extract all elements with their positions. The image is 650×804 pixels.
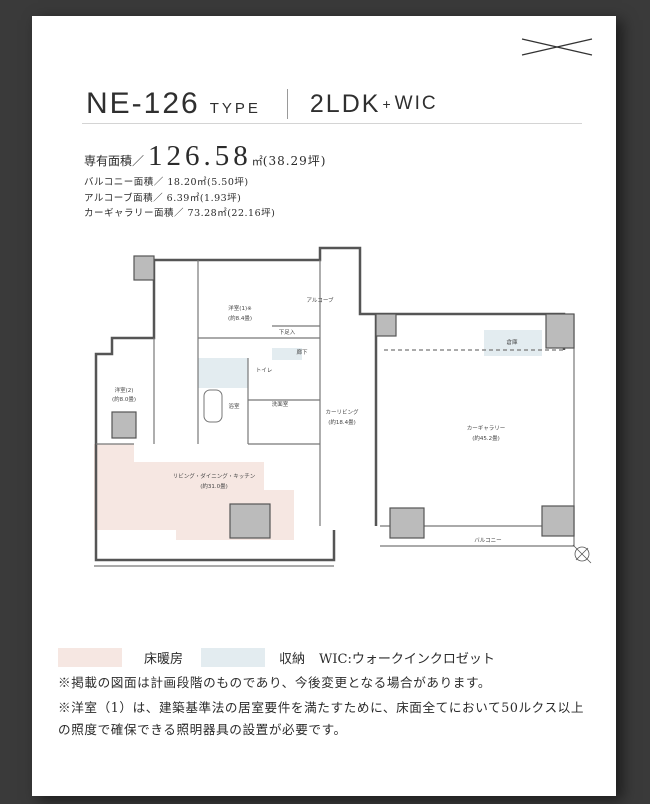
unit-type-name: NE-126 [86, 87, 200, 120]
room-washroom: 洗面室 [272, 400, 289, 408]
room-ldk-size: (約31.0畳) [200, 482, 228, 490]
compass-icon [572, 544, 592, 564]
legend: 床暖房 収納 WIC:ウォークインクロゼット [58, 648, 495, 667]
pillar [541, 505, 575, 537]
close-icon[interactable] [520, 38, 594, 56]
layout-plus: + [382, 96, 393, 112]
room-alcove: アルコーブ [306, 296, 334, 304]
room-toilet: トイレ [256, 368, 273, 374]
room-storage: 倉庫 [506, 338, 518, 346]
sub-area-balcony: バルコニー面積／ 18.20㎡(5.50坪) [84, 177, 249, 188]
layout-wic: WIC [394, 93, 438, 114]
area-value: 126.58 [148, 140, 252, 172]
floor-heating-swatch [58, 648, 122, 667]
room-corridor: 廊下 [296, 348, 308, 356]
header-rule [82, 123, 582, 124]
floor-plan: 洋室(1)※ (約8.4畳) 洋室(2) (約8.0畳) リビング・ダイニング・… [94, 246, 592, 567]
lighting-note: ※洋室（1）は、建築基準法の居室要件を満たすために、床面全てにおいて50ルクス以… [58, 697, 584, 741]
pillar [389, 507, 425, 539]
area-unit: ㎡ [251, 155, 263, 168]
room-car-gallery-size: (約45.2畳) [472, 434, 500, 442]
room-western2: 洋室(2) [115, 386, 134, 394]
unit-type-header: NE-126 TYPE 2LDK + WIC [86, 84, 438, 124]
pillar [111, 411, 137, 439]
pillar [545, 313, 575, 349]
room-shoe: 下足入 [279, 329, 296, 336]
legend-storage-label: 収納 [279, 652, 306, 667]
lighting-note-line1: ※洋室（1）は、建築基準法の居室要件を満たすために、床面全てにおいて50ルクス以… [58, 700, 585, 715]
legend-heating-label: 床暖房 [144, 652, 184, 667]
lighting-note-line2: の照度で確保できる照明器具の設置が必要です。 [58, 722, 347, 737]
bathtub-icon [203, 389, 223, 423]
sub-area-alcove: アルコーブ面積／ 6.39㎡(1.93坪) [84, 192, 242, 204]
storage-swatch [201, 648, 266, 667]
pillar [375, 313, 397, 337]
room-car-living: カーリビング [325, 408, 359, 416]
unit-type-suffix: TYPE [209, 99, 261, 117]
disclaimer-note: ※掲載の図面は計画段階のものであり、今後変更となる場合があります。 [58, 675, 492, 690]
room-balcony: バルコニー [474, 537, 501, 544]
storage-area-2 [272, 348, 302, 360]
exclusive-area: 専有面積／ 126.58 ㎡ (38.29坪) [84, 140, 326, 173]
wic-storage-area [198, 358, 248, 388]
pillar [229, 503, 271, 539]
floor-plan-card: NE-126 TYPE 2LDK + WIC 専有面積／ 126.58 ㎡ (3… [32, 16, 616, 796]
sub-area-list: バルコニー面積／ 18.20㎡(5.50坪) アルコーブ面積／ 6.39㎡(1.… [84, 175, 275, 222]
room-ldk: リビング・ダイニング・キッチン [173, 472, 256, 480]
header-divider [286, 89, 288, 119]
room-western1: 洋室(1)※ [228, 304, 252, 312]
area-label: 専有面積／ [84, 154, 145, 168]
sub-area-car-gallery: カーギャラリー面積／ 73.28㎡(22.16坪) [84, 208, 276, 219]
room-western2-size: (約8.0畳) [112, 395, 136, 403]
pillar [133, 255, 155, 281]
room-car-gallery: カーギャラリー [467, 425, 506, 432]
room-western1-size: (約8.4畳) [228, 314, 252, 322]
legend-wic-label: WIC:ウォークインクロゼット [319, 652, 495, 667]
room-car-living-size: (約18.4畳) [328, 418, 356, 426]
storage-area-3 [484, 330, 542, 356]
area-tsubo: (38.29坪) [262, 154, 327, 168]
layout-main: 2LDK [309, 89, 381, 118]
room-bath: 浴室 [228, 402, 240, 410]
